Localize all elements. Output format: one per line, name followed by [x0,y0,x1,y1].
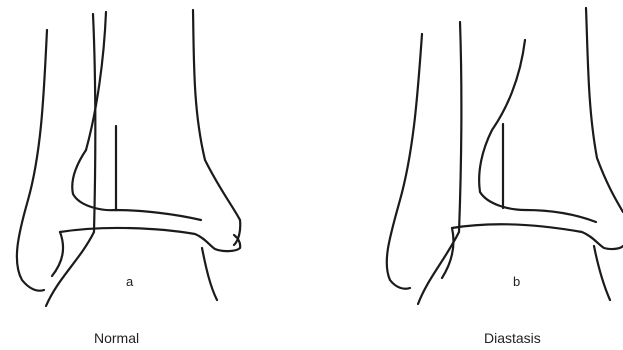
diastasis-fibula-medial-cortex [418,22,461,304]
diastasis-tibia-lateral-notch [479,40,596,222]
diastasis-talus-medial [594,246,610,300]
diastasis-fibula-lateral-cortex [387,34,422,289]
panel-b-caption: Diastasis [484,330,541,346]
panel-b-letter: b [513,275,520,289]
diastasis-tibia-medial-shaft [586,8,623,212]
diastasis-tibial-plafond [452,224,623,249]
